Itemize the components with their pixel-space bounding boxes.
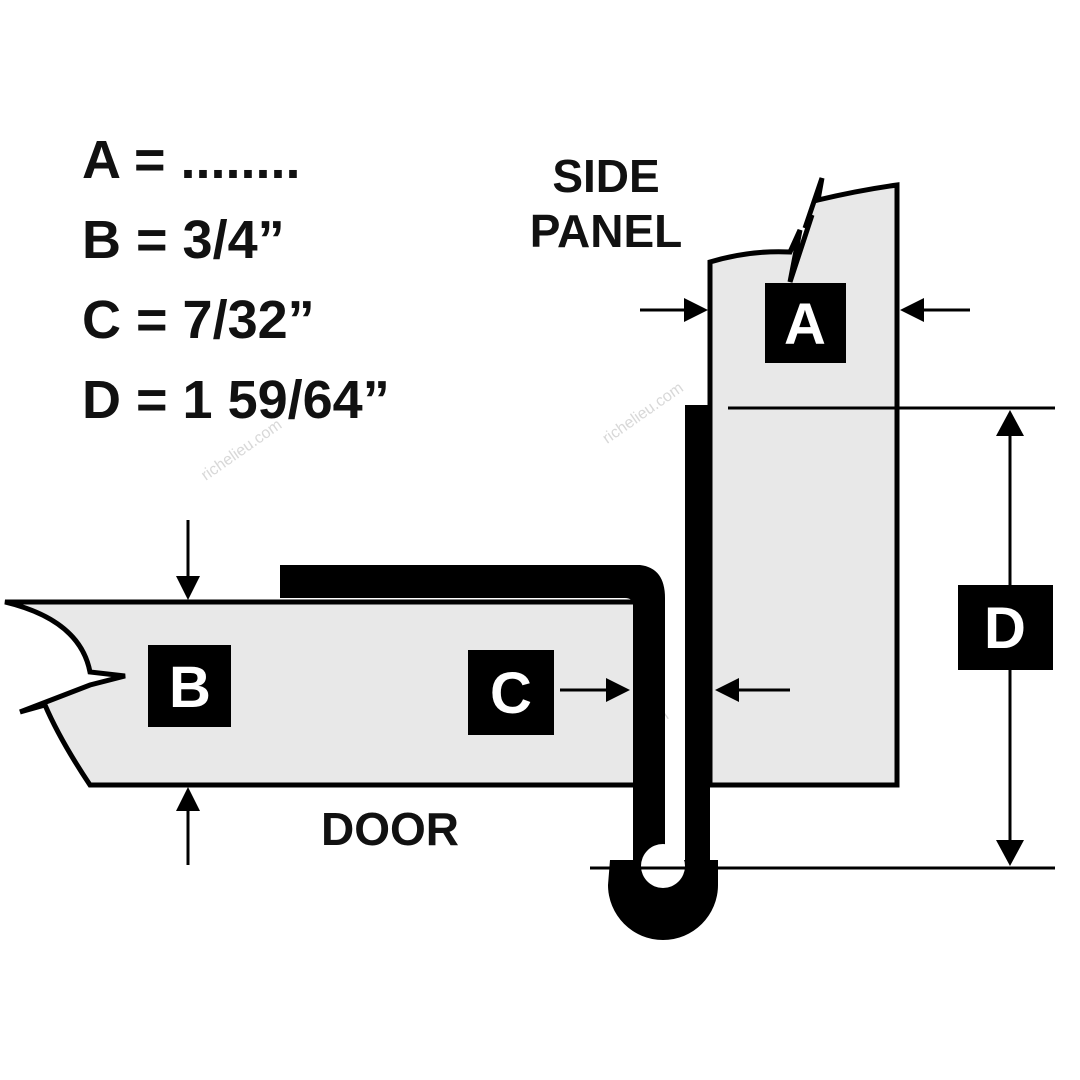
- legend-b: B = 3/4”: [82, 210, 285, 270]
- watermark: richelieu.com: [600, 379, 687, 447]
- label-c: C: [490, 661, 532, 726]
- dimension-legend: A = ........ B = 3/4” C = 7/32” D = 1 59…: [82, 130, 390, 430]
- label-box-d: [958, 585, 1053, 670]
- legend-d: D = 1 59/64”: [82, 370, 390, 430]
- door-label: DOOR: [321, 803, 459, 855]
- side-panel-label-line1: SIDE: [552, 150, 659, 202]
- hinge-pin-hole: [641, 844, 685, 888]
- side-panel: [707, 177, 900, 788]
- label-box-a: [765, 283, 846, 363]
- label-b: B: [169, 655, 211, 720]
- label-box-c: [468, 650, 554, 735]
- legend-a: A = ........: [82, 130, 301, 190]
- hinge: [280, 405, 718, 940]
- label-box-b: [148, 645, 231, 727]
- label-a: A: [784, 292, 826, 357]
- side-panel-label-line2: PANEL: [530, 205, 683, 257]
- label-d: D: [984, 596, 1026, 661]
- dimension-lines: [176, 298, 1055, 870]
- legend-c: C = 7/32”: [82, 290, 315, 350]
